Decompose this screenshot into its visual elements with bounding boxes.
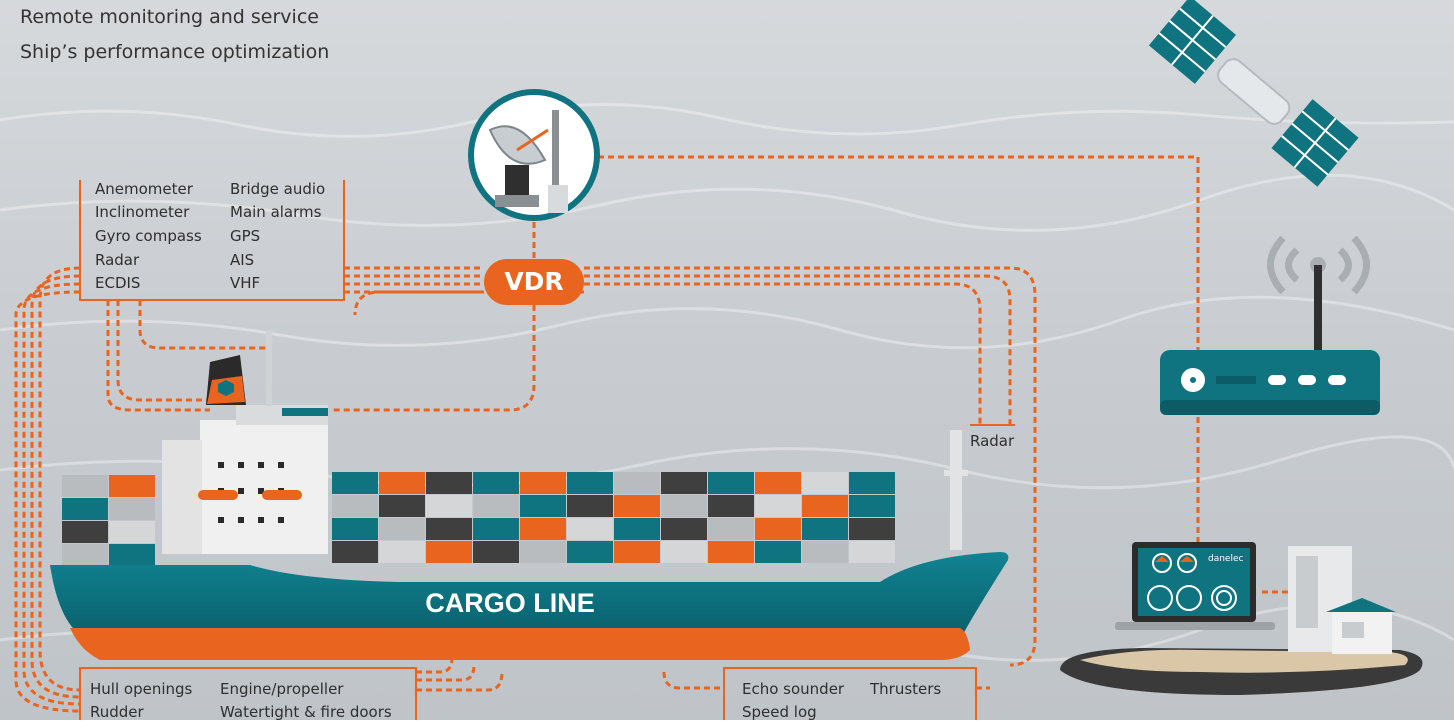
container-box	[567, 495, 613, 517]
top-left-sensor-box	[79, 180, 345, 301]
container-box	[332, 495, 378, 517]
sensor-label: Rudder	[90, 703, 144, 721]
bridge-superstructure	[200, 420, 328, 554]
container-box	[567, 472, 613, 494]
container-box	[62, 544, 108, 566]
container-box	[109, 475, 155, 497]
container-box	[109, 498, 155, 520]
container-box	[614, 541, 660, 563]
container-box	[520, 541, 566, 563]
bottom-left-sensor-box	[79, 667, 417, 720]
router-icon	[1160, 235, 1380, 415]
container-stack	[62, 472, 895, 566]
sensor-label: Engine/propeller	[220, 680, 344, 698]
container-box	[332, 541, 378, 563]
container-box	[379, 472, 425, 494]
radar-label: Radar	[970, 432, 1015, 450]
container-box	[109, 521, 155, 543]
cargo-ship	[50, 330, 1009, 660]
container-box	[379, 495, 425, 517]
container-box	[379, 541, 425, 563]
container-box	[849, 541, 895, 563]
sensor-label: Main alarms	[230, 203, 322, 221]
container-box	[473, 541, 519, 563]
container-box	[62, 475, 108, 497]
header-line-1: Remote monitoring and service	[20, 6, 319, 28]
container-box	[614, 495, 660, 517]
sensor-label: ECDIS	[95, 274, 141, 292]
dashed-connections	[14, 155, 1290, 713]
ship-hull	[50, 552, 1009, 640]
container-box	[520, 472, 566, 494]
container-box	[62, 498, 108, 520]
container-box	[62, 521, 108, 543]
container-box	[802, 472, 848, 494]
container-box	[473, 518, 519, 540]
container-box	[755, 472, 801, 494]
sensor-label: Gyro compass	[95, 227, 202, 245]
container-box	[661, 472, 707, 494]
container-box	[520, 518, 566, 540]
container-box	[109, 544, 155, 566]
container-box	[426, 518, 472, 540]
container-box	[661, 518, 707, 540]
container-box	[567, 518, 613, 540]
header-line-2: Ship’s performance optimization	[20, 41, 330, 63]
container-box	[708, 518, 754, 540]
container-box	[755, 495, 801, 517]
container-box	[332, 472, 378, 494]
container-box	[755, 541, 801, 563]
container-box	[332, 518, 378, 540]
satellite-link-line	[598, 155, 1200, 545]
sensor-box-outlines	[79, 180, 1015, 720]
container-box	[614, 518, 660, 540]
forward-mast	[950, 430, 962, 550]
container-box	[755, 518, 801, 540]
sensor-label: AIS	[230, 251, 255, 269]
container-box	[802, 518, 848, 540]
container-box	[849, 518, 895, 540]
container-box	[426, 472, 472, 494]
container-box	[661, 495, 707, 517]
container-box	[802, 541, 848, 563]
sensor-label: Radar	[95, 251, 140, 269]
container-box	[520, 495, 566, 517]
container-box	[473, 472, 519, 494]
container-box	[426, 541, 472, 563]
container-box	[473, 495, 519, 517]
container-box	[849, 495, 895, 517]
ship-name: CARGO LINE	[425, 588, 595, 618]
bottom-right-sensor-box	[723, 667, 977, 720]
sensor-label: Inclinometer	[95, 203, 190, 221]
container-box	[708, 472, 754, 494]
container-box	[426, 495, 472, 517]
satellite-icon	[1148, 0, 1359, 187]
shore-office-icon: danelec	[1060, 542, 1423, 695]
container-box	[567, 541, 613, 563]
container-box	[708, 541, 754, 563]
sensor-label: Bridge audio	[230, 180, 326, 198]
sensor-label: Hull openings	[90, 680, 193, 698]
container-box	[614, 472, 660, 494]
sensor-label: Thrusters	[870, 680, 942, 698]
sensor-label: VHF	[230, 274, 261, 292]
sensor-label: Echo sounder	[742, 680, 845, 698]
container-box	[802, 495, 848, 517]
sensor-label: Speed log	[742, 703, 817, 721]
container-box	[849, 472, 895, 494]
laptop-brand: danelec	[1208, 554, 1244, 564]
container-box	[661, 541, 707, 563]
sensor-label: GPS	[230, 227, 261, 245]
vdr-badge: VDR	[484, 259, 584, 305]
sensor-label: Anemometer	[95, 180, 193, 198]
sensor-label: Watertight & fire doors	[220, 703, 392, 721]
vsat-dish-icon	[468, 89, 600, 221]
container-box	[708, 495, 754, 517]
container-box	[379, 518, 425, 540]
